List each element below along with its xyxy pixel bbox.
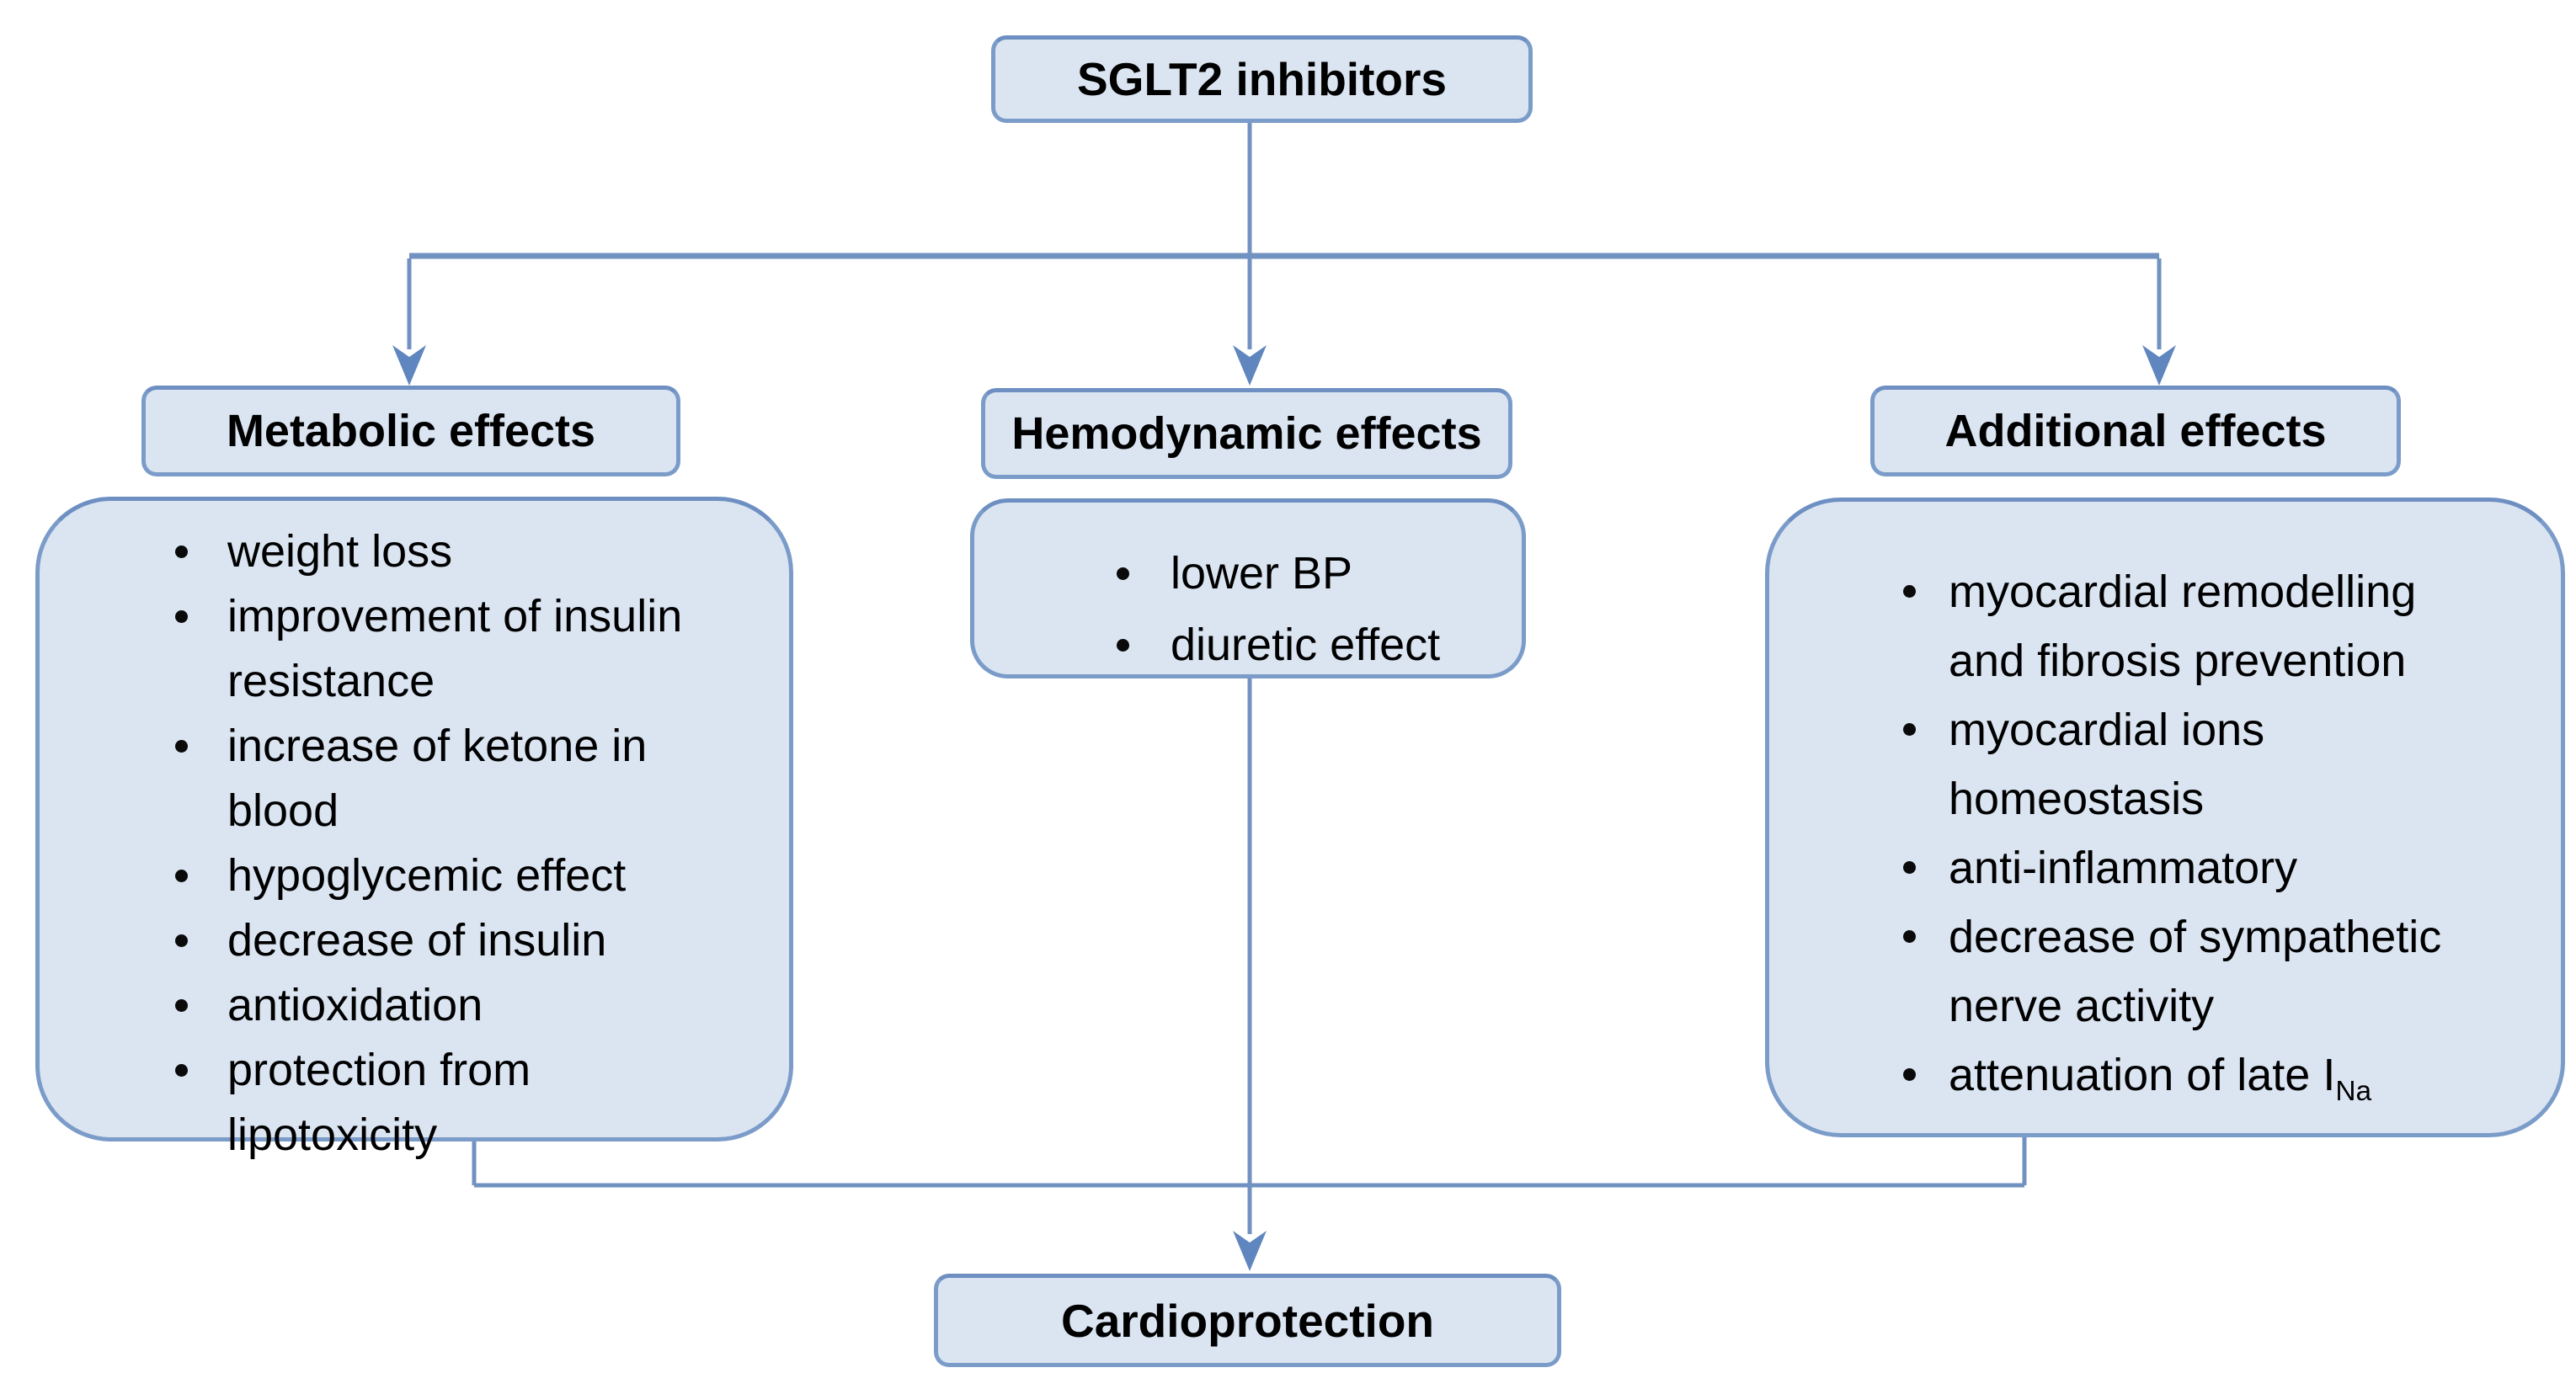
bullet-icon: [1117, 639, 1129, 652]
list-item: diuretic effect: [1117, 609, 1513, 681]
bullet-icon: [175, 545, 188, 558]
bullet-icon: [175, 870, 188, 882]
arrowhead-additional-icon: [2142, 345, 2176, 386]
root-box-sglt2-inhibitors: SGLT2 inhibitors: [991, 35, 1533, 123]
hemodynamic-effects-list: lower BP diuretic effect: [974, 503, 1522, 681]
hemodynamic-header-line1: Hemodynamic: [1011, 408, 1323, 459]
list-item: decrease of insulin: [175, 908, 781, 973]
header-box-additional-effects: Additional effects: [1870, 386, 2401, 476]
header-box-hemodynamic-effects: Hemodynamic effects: [981, 388, 1512, 479]
arrowhead-hemodynamic-icon: [1233, 345, 1267, 386]
bullet-icon: [1903, 585, 1916, 598]
bullet-icon: [175, 740, 188, 753]
arrowhead-cardioprotection-icon: [1233, 1231, 1267, 1271]
additional-header-label: Additional effects: [1944, 406, 2327, 456]
bullet-icon: [1903, 723, 1916, 736]
list-item: lower BP: [1117, 538, 1513, 609]
hemodynamic-effects-box: lower BP diuretic effect: [970, 498, 1526, 679]
bullet-icon: [175, 999, 188, 1012]
hemodynamic-header-line2: effects: [1335, 408, 1482, 459]
outcome-box-cardioprotection: Cardioprotection: [934, 1274, 1561, 1367]
arrowhead-metabolic-icon: [392, 345, 426, 386]
bullet-icon: [1903, 1068, 1916, 1081]
list-item: anti-inflammatory: [1903, 833, 2552, 902]
metabolic-header-label: Metabolic effects: [226, 406, 596, 456]
hemodynamic-header-label: Hemodynamic effects: [1011, 407, 1481, 460]
bullet-icon: [1903, 861, 1916, 874]
bullet-icon: [1117, 567, 1129, 580]
bullet-icon: [175, 610, 188, 623]
list-item: attenuation of late INa: [1903, 1040, 2552, 1126]
list-item: hypoglycemic effect: [175, 844, 781, 908]
outcome-box-label: Cardioprotection: [1060, 1294, 1435, 1347]
subscript-na: Na: [2335, 1075, 2372, 1107]
bullet-icon: [175, 934, 188, 947]
root-box-label: SGLT2 inhibitors: [1077, 53, 1447, 105]
header-box-metabolic-effects: Metabolic effects: [141, 386, 680, 476]
list-item: antioxidation: [175, 973, 781, 1038]
bullet-icon: [1903, 930, 1916, 943]
bullet-icon: [175, 1064, 188, 1077]
list-item: weight loss: [175, 519, 781, 584]
